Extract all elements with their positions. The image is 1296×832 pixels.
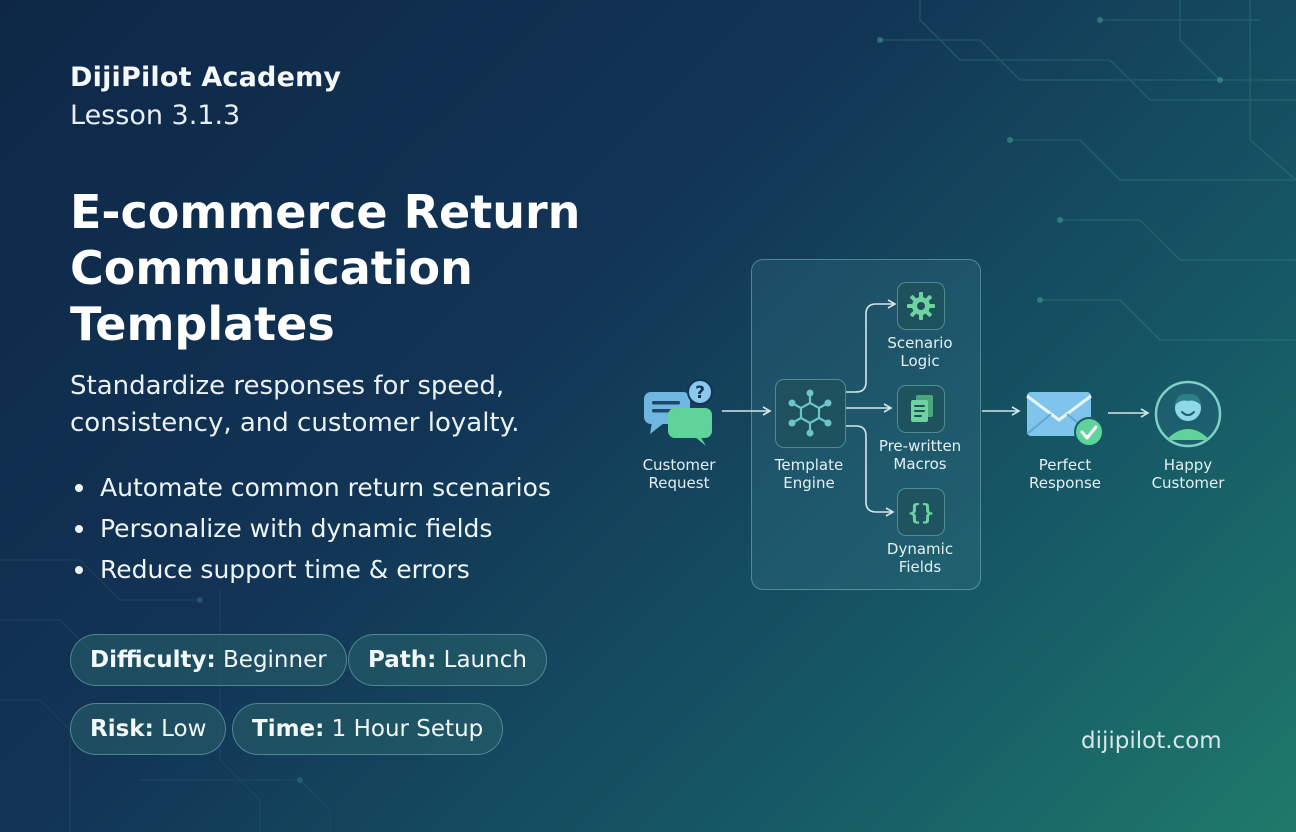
network-hub-icon [788,389,832,437]
badge-key: Risk: [90,716,154,742]
benefit-item: Personalize with dynamic fields [70,508,551,549]
subtitle-line: consistency, and customer loyalty. [70,408,520,438]
documents-icon [911,395,933,422]
subtitle: Standardize responses for speed, consist… [70,368,520,442]
gear-icon [907,292,935,320]
difficulty-badge: Difficulty: Beginner [70,634,347,686]
svg-text:{}: {} [908,501,935,526]
envelope-check-icon [1026,392,1104,447]
curly-braces-icon: {} [908,501,935,526]
template-engine-node [775,379,846,448]
dynamic-fields-node: {} [897,488,945,536]
badge-value: Beginner [223,647,327,673]
brand-name: DijiPilot Academy [70,62,342,93]
title-line: Templates [70,297,335,351]
chat-bubbles-icon: ? [644,379,713,446]
subtitle-line: Standardize responses for speed, [70,371,505,401]
website-link[interactable]: dijipilot.com [1081,728,1222,754]
badge-key: Time: [252,716,325,742]
benefit-list: Automate common return scenarios Persona… [70,467,551,590]
benefit-item: Automate common return scenarios [70,467,551,508]
badge-value: 1 Hour Setup [331,716,484,742]
benefit-item: Reduce support time & errors [70,549,551,590]
risk-badge: Risk: Low [70,703,227,755]
badge-value: Launch [443,647,527,673]
path-badge: Path: Launch [348,634,547,686]
title-line: E-commerce Return [70,185,581,239]
happy-customer-avatar-icon [1154,380,1222,448]
badge-value: Low [161,716,207,742]
page-title: E-commerce Return Communication Template… [70,184,630,352]
scenario-logic-node [897,282,945,330]
badge-key: Path: [368,647,437,673]
svg-text:?: ? [695,383,705,403]
lesson-number: Lesson 3.1.3 [70,100,241,131]
badge-key: Difficulty: [90,647,216,673]
title-line: Communication [70,241,473,295]
prewritten-macros-node [897,385,945,433]
time-badge: Time: 1 Hour Setup [232,703,504,755]
